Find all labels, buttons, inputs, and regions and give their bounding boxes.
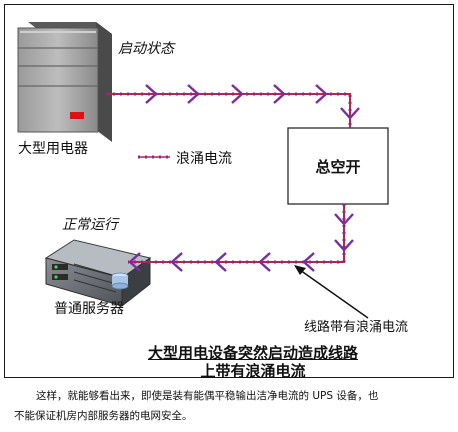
caption-line-1: 大型用电设备突然启动造成线路 (147, 344, 358, 362)
callout-pointer (294, 265, 369, 319)
body-paragraph-line-2: 不能保证机房内部服务器的电网安全。 (14, 410, 193, 422)
startup-status-label: 启动状态 (118, 41, 174, 57)
appliance-cabinet-icon (17, 22, 112, 142)
line-surge-label: 线路带有浪涌电流 (304, 320, 409, 335)
normal-operation-label: 正常运行 (62, 217, 118, 233)
main-breaker-box (287, 127, 389, 205)
appliance-indicator-light (70, 112, 84, 119)
surge-current-path (106, 84, 360, 272)
caption-line-2: 上带有浪涌电流 (200, 362, 306, 380)
server-icon (44, 239, 152, 308)
diagram-frame (4, 4, 454, 378)
legend-surge-label: 浪涌电流 (176, 151, 232, 167)
diagram-canvas (17, 22, 389, 319)
body-paragraph-line-1: 这样，就能够看出来，即使是装有能偶平稳输出洁净电流的 UPS 设备，也 (36, 390, 379, 402)
normal-server-label: 普通服务器 (54, 301, 124, 317)
large-appliance-label: 大型用电器 (18, 141, 88, 157)
main-breaker-label: 总空开 (315, 157, 361, 176)
